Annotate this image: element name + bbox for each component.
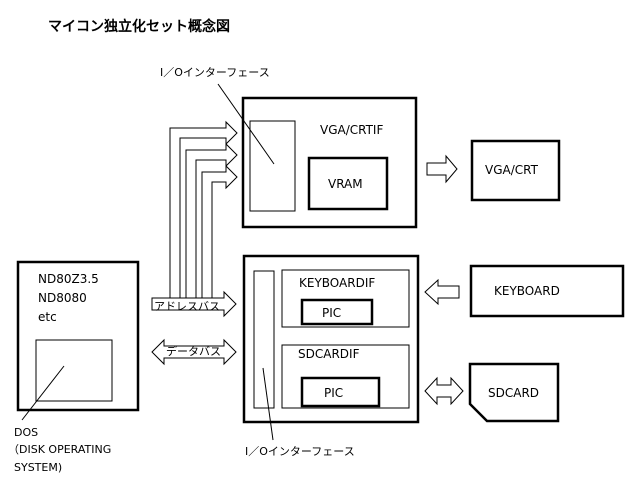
sdcardif-label: SDCARDIF [298, 347, 360, 361]
vram-box [307, 156, 389, 211]
sdcard-box [468, 362, 560, 423]
cpu-line-1: ND80Z3.5 [38, 272, 99, 286]
dos-label-line-1: DOS [14, 426, 38, 439]
io-board-box [242, 254, 420, 424]
data-bus-label: データバス [166, 344, 221, 358]
dos-leader [21, 365, 65, 421]
data-bus-arrow [151, 338, 237, 366]
diagram-title: マイコン独立化セット概念図 [48, 18, 230, 35]
io-interface-label-bottom: I／Oインターフェース [245, 445, 355, 458]
sdcardif-pic-box [300, 376, 381, 408]
vga-crtif-box [241, 96, 418, 229]
io-interface-bottom-leader [262, 367, 274, 441]
cpu-box [16, 260, 140, 412]
address-bus-label: アドレスバス [154, 300, 220, 313]
cpu-line-3: etc [38, 310, 57, 324]
keyboardif-pic-box [300, 298, 374, 326]
io-interface-label-top: I／Oインターフェース [160, 66, 270, 79]
sdcardif-pic-label: PIC [324, 386, 343, 400]
vga-output-arrow [426, 154, 458, 184]
address-bus [151, 120, 238, 318]
vga-io-interface-slot [249, 120, 296, 212]
cpu-line-2: ND8080 [38, 291, 87, 305]
vga-crt-box [470, 139, 561, 202]
vga-crt-label: VGA/CRT [485, 163, 539, 177]
dos-box [35, 339, 113, 402]
keyboard-box [469, 264, 625, 318]
vga-crtif-label: VGA/CRTIF [320, 123, 383, 137]
sdcard-bidirectional-arrow [424, 376, 464, 406]
keyboardif-box [281, 269, 410, 328]
keyboardif-label: KEYBOARDIF [299, 276, 375, 290]
keyboard-input-arrow [424, 278, 460, 306]
dos-label-line-3: SYSTEM) [14, 461, 62, 474]
keyboardif-pic-label: PIC [322, 306, 341, 320]
sdcard-label: SDCARD [488, 386, 539, 400]
keyboard-label: KEYBOARD [494, 284, 560, 298]
io-interface-slot [253, 270, 275, 409]
io-interface-top-leader [217, 83, 275, 165]
vram-label: VRAM [328, 177, 363, 191]
dos-label-line-2: （DISK OPERATING [8, 443, 111, 456]
sdcardif-box [281, 344, 410, 409]
